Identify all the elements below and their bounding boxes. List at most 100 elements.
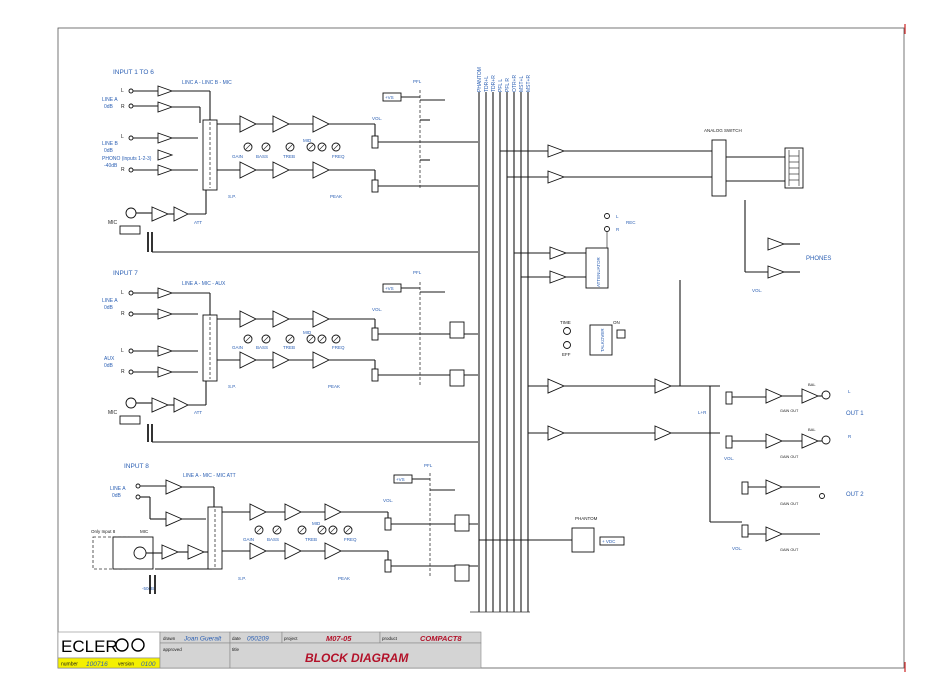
time-label: TIME <box>560 320 571 325</box>
bus-label: MST+R <box>526 75 532 92</box>
plus-vs-label: +VS <box>396 477 405 482</box>
product-label: product <box>382 636 398 641</box>
version-label: version <box>118 662 134 668</box>
sp-label: S.P. <box>228 194 236 199</box>
eff-label: EFF <box>562 352 571 357</box>
plus-vs-label: +VS <box>385 286 394 291</box>
input-label: LINE A <box>110 486 126 492</box>
bus-label: PHANTOM <box>477 67 483 92</box>
date-label: date <box>232 636 241 641</box>
sp-label: S.P. <box>228 384 236 389</box>
lr-label: L+R <box>698 410 707 415</box>
bass-label: BASS <box>256 345 268 350</box>
title-block: ECLER number 100716 version 0100 drawn J… <box>57 631 482 669</box>
sp-label: S.P. <box>238 576 246 581</box>
bass-label: BASS <box>267 537 279 542</box>
treb-label: TREB <box>283 154 295 159</box>
channel-l: L <box>121 88 124 94</box>
brand-box <box>57 631 161 659</box>
project-value: M07-05 <box>326 634 352 643</box>
attenuator-label: ATTENUATOR <box>596 256 601 287</box>
rec-r-label: R <box>616 227 620 232</box>
bal-label: BAL <box>808 382 816 387</box>
channel-r: R <box>121 104 125 110</box>
out2-vol-label: VOL. <box>732 546 742 551</box>
gain-out-label: GAIN OUT <box>780 455 799 459</box>
output-section: ANALOG SWITCH L REC R ATTENUATOR PHONES … <box>479 128 864 553</box>
brand-mark <box>115 638 129 652</box>
channel-l: L <box>121 290 124 296</box>
version-value: 0100 <box>141 661 156 668</box>
channel-l: L <box>121 348 124 354</box>
mid-label: MID <box>303 330 312 335</box>
channel-r: R <box>121 369 125 375</box>
input-level: 0dB <box>104 363 114 369</box>
bus-select-label: LINC A - LINC B - MIC <box>182 80 232 86</box>
bus-label: MST+L <box>519 76 525 92</box>
input-level: 0dB <box>104 104 114 110</box>
mid-label: MID <box>312 521 321 526</box>
input-level: -40dB <box>104 163 118 169</box>
talkover-label: TALKOVER <box>600 328 605 352</box>
bass-label: BASS <box>256 154 268 159</box>
drawn-label: drawn <box>163 636 176 641</box>
section-title: INPUT 7 <box>113 270 138 277</box>
vol-label: VOL. <box>383 498 393 503</box>
diagram-title: BLOCK DIAGRAM <box>305 651 409 665</box>
peak-label: PEAK <box>338 576 350 581</box>
out2-label: OUT 2 <box>846 492 864 498</box>
bus-select-label: LINE A - MIC - MIC ATT <box>183 473 236 479</box>
out-vol-label: VOL. <box>724 456 734 461</box>
input-label: MIC <box>108 220 118 226</box>
input-label: MIC <box>108 410 118 416</box>
pfl-label: PFL <box>413 270 422 275</box>
sheet-border <box>57 27 905 669</box>
gain-out-label: GAIN OUT <box>780 502 799 506</box>
channel-l: L <box>121 134 124 140</box>
rec-label: REC <box>626 220 636 225</box>
channel-r: R <box>121 311 125 317</box>
analog-switch-label: ANALOG SWITCH <box>704 128 742 133</box>
product-value: COMPACT8 <box>420 634 462 643</box>
pfl-label: PFL <box>413 79 422 84</box>
date-value: 050209 <box>247 636 269 643</box>
phones-label: PHONES <box>806 256 831 262</box>
freq-label: FREQ <box>332 345 345 350</box>
gain-label: GAIN <box>243 537 254 542</box>
input-level: 0dB <box>104 305 114 311</box>
input-level: -50dB <box>142 586 154 591</box>
pfl-label: PFL <box>424 463 433 468</box>
drawn-value: Joan Gueralt <box>183 636 222 643</box>
peak-label: PEAK <box>328 384 340 389</box>
input-level: 0dB <box>112 493 122 499</box>
bus-bars <box>470 92 530 613</box>
input-label: LINE A <box>102 97 118 103</box>
out1-r-label: R <box>848 434 852 439</box>
out1-l-label: L <box>848 389 851 394</box>
input-7-section: INPUT 7 LINE A - MIC - AUX LINE A 0dB AU… <box>102 270 478 443</box>
gain-label: GAIN <box>232 345 243 350</box>
bus-select-label: LINE A - MIC - AUX <box>182 281 226 287</box>
out1-label: OUT 1 <box>846 411 864 417</box>
vol-label: VOL. <box>372 307 382 312</box>
gain-out-label: GAIN OUT <box>780 548 799 552</box>
phantom-label: PHANTOM <box>575 516 598 521</box>
att-label: ATT <box>194 220 202 225</box>
gain-label: GAIN <box>232 154 243 159</box>
treb-label: TREB <box>305 537 317 542</box>
section-title: INPUT 1 TO 6 <box>113 69 154 76</box>
title-label: title <box>232 647 240 652</box>
freq-label: FREQ <box>332 154 345 159</box>
channel-r: R <box>121 167 125 173</box>
freq-label: FREQ <box>344 537 357 542</box>
bus-label: OTR+R <box>512 75 518 92</box>
bal-label: BAL <box>808 427 816 432</box>
peak-label: PEAK <box>330 194 342 199</box>
input-label: PHONO (inputs 1-2-3) <box>102 156 152 162</box>
input-1-6-section: INPUT 1 TO 6 LINC A - LINC B - MIC LINE … <box>102 69 478 253</box>
rec-l-label: L <box>616 214 619 219</box>
project-label: project <box>284 636 298 641</box>
mid-label: MID <box>303 138 312 143</box>
att-label: ATT <box>194 410 202 415</box>
treb-label: TREB <box>283 345 295 350</box>
